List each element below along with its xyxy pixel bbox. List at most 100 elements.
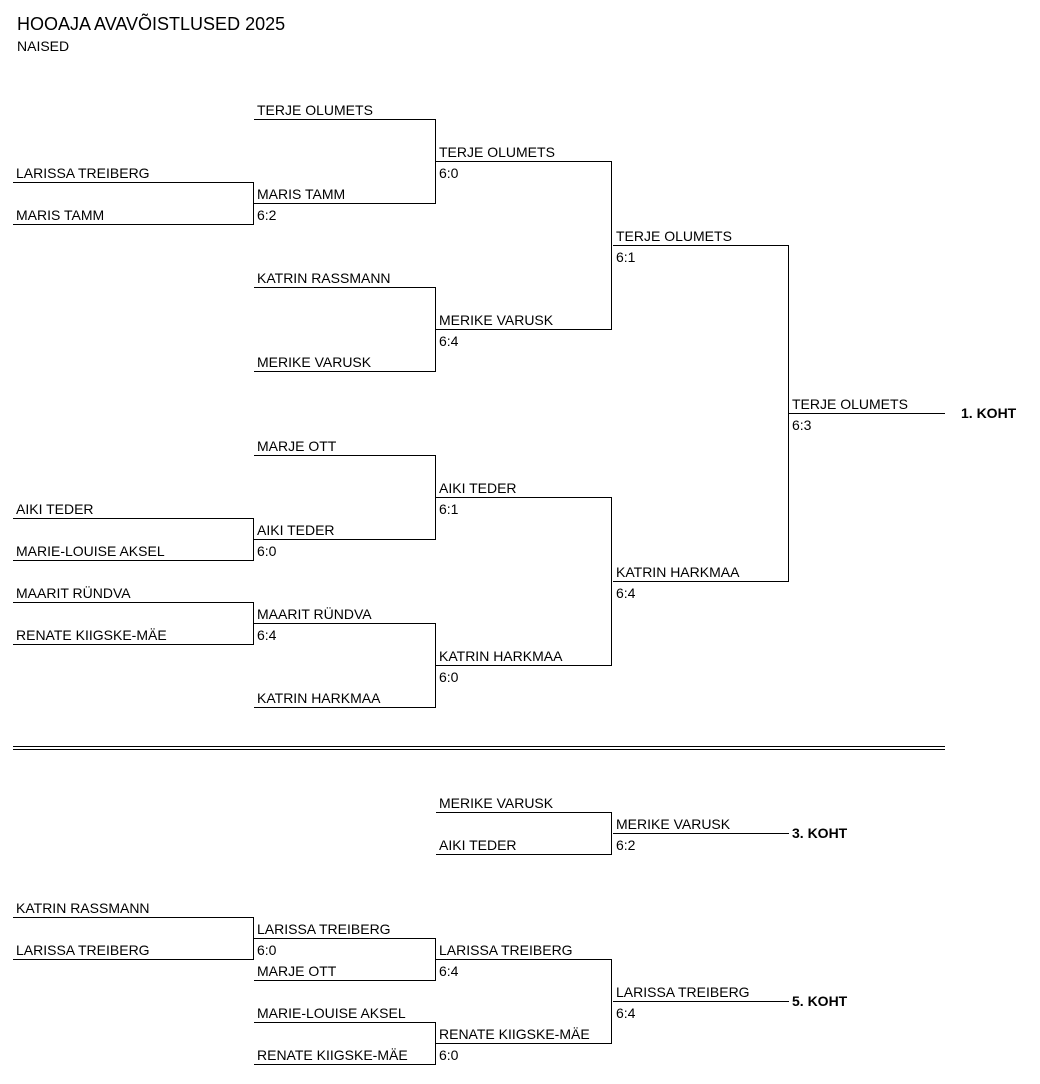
bracket-connector (253, 518, 254, 560)
player-name: MAARIT RÜNDVA (257, 606, 372, 622)
bracket-connector (435, 455, 436, 539)
match-score: 6:2 (257, 207, 277, 223)
player-name: RENATE KIIGSKE-MÄE (439, 1026, 590, 1042)
match-score: 6:2 (616, 837, 636, 853)
place-label-third: 3. KOHT (792, 825, 848, 841)
main-r4-slot-1: TERJE OLUMETS 6:1 (613, 228, 789, 265)
player-name: RENATE KIIGSKE-MÄE (257, 1047, 408, 1063)
main-final-slot: TERJE OLUMETS 6:3 (789, 396, 945, 433)
player-name: LARISSA TREIBERG (16, 165, 150, 181)
match-score: 6:0 (439, 165, 459, 181)
main-r1-slot-3: AIKI TEDER (13, 501, 254, 519)
main-r3-slot-2: MERIKE VARUSK 6:4 (436, 312, 612, 349)
match-score: 6:0 (257, 543, 277, 559)
bracket-connector (611, 161, 612, 329)
fifth-r2-slot-4: RENATE KIIGSKE-MÄE (254, 1047, 436, 1065)
fifth-place-winner-slot: LARISSA TREIBERG 6:4 (613, 984, 789, 1021)
bracket-connector (611, 497, 612, 665)
bracket-connector (435, 938, 436, 980)
place-label-fifth: 5. KOHT (792, 993, 848, 1009)
main-r2-slot-1: TERJE OLUMETS (254, 102, 436, 120)
match-score: 6:4 (616, 1005, 636, 1021)
player-name: MERIKE VARUSK (616, 816, 731, 832)
player-name: KATRIN HARKMAA (439, 648, 563, 664)
player-name: LARISSA TREIBERG (16, 942, 150, 958)
fifth-r2-slot-3: MARIE-LOUISE AKSEL (254, 1005, 436, 1023)
main-r3-slot-1: TERJE OLUMETS 6:0 (436, 144, 612, 181)
player-name: KATRIN RASSMANN (257, 270, 391, 286)
player-name: KATRIN HARKMAA (257, 690, 381, 706)
player-name: AIKI TEDER (257, 522, 335, 538)
bracket-connector (435, 287, 436, 371)
match-score: 6:1 (439, 501, 459, 517)
player-name: RENATE KIIGSKE-MÄE (16, 627, 167, 643)
match-score: 6:4 (439, 333, 459, 349)
main-r2-slot-4: MERIKE VARUSK (254, 354, 436, 372)
bracket-connector (253, 602, 254, 644)
player-name: TERJE OLUMETS (792, 396, 908, 412)
main-r3-slot-4: KATRIN HARKMAA 6:0 (436, 648, 612, 685)
player-name: MARIS TAMM (257, 186, 346, 202)
main-r1-slot-1: LARISSA TREIBERG (13, 165, 254, 183)
match-score: 6:4 (616, 585, 636, 601)
main-r2-slot-7: MAARIT RÜNDVA 6:4 (254, 606, 436, 643)
main-r2-slot-8: KATRIN HARKMAA (254, 690, 436, 708)
main-r1-slot-4: MARIE-LOUISE AKSEL (13, 543, 254, 561)
fifth-r1-slot-2: LARISSA TREIBERG (13, 942, 254, 960)
bracket-connector (435, 1022, 436, 1064)
match-score: 6:4 (439, 963, 459, 979)
player-name: AIKI TEDER (16, 501, 94, 517)
third-place-winner-slot: MERIKE VARUSK 6:2 (613, 816, 789, 853)
main-r1-slot-5: MAARIT RÜNDVA (13, 585, 254, 603)
page-subtitle: NAISED (17, 38, 70, 54)
match-score: 6:0 (257, 942, 277, 958)
fifth-r2-slot-2: MARJE OTT (254, 963, 436, 981)
player-name: AIKI TEDER (439, 480, 517, 496)
bracket-connector (611, 959, 612, 1043)
third-place-slot-1: MERIKE VARUSK (436, 795, 612, 813)
fifth-r3-slot-2: RENATE KIIGSKE-MÄE 6:0 (436, 1026, 612, 1063)
player-name: LARISSA TREIBERG (439, 942, 573, 958)
player-name: AIKI TEDER (439, 837, 517, 853)
main-r1-slot-6: RENATE KIIGSKE-MÄE (13, 627, 254, 645)
player-name: TERJE OLUMETS (439, 144, 555, 160)
match-score: 6:3 (792, 417, 812, 433)
match-score: 6:1 (616, 249, 636, 265)
match-score: 6:0 (439, 1047, 459, 1063)
bracket-connector (611, 812, 612, 854)
main-r4-slot-2: KATRIN HARKMAA 6:4 (613, 564, 789, 601)
player-name: MERIKE VARUSK (257, 354, 372, 370)
page-title: HOOAJA AVAVÕISTLUSED 2025 (17, 14, 286, 34)
fifth-r1-slot-1: KATRIN RASSMANN (13, 900, 254, 918)
place-label-first: 1. KOHT (961, 405, 1017, 421)
player-name: LARISSA TREIBERG (616, 984, 750, 1000)
main-r2-slot-3: KATRIN RASSMANN (254, 270, 436, 288)
match-score: 6:4 (257, 627, 277, 643)
player-name: KATRIN HARKMAA (616, 564, 740, 580)
section-divider (13, 746, 945, 750)
match-score: 6:0 (439, 669, 459, 685)
third-place-slot-2: AIKI TEDER (436, 837, 612, 855)
player-name: MERIKE VARUSK (439, 795, 554, 811)
fifth-r2-slot-1: LARISSA TREIBERG 6:0 (254, 921, 436, 958)
bracket-connector (435, 623, 436, 707)
player-name: MARIE-LOUISE AKSEL (257, 1005, 406, 1021)
main-r2-slot-5: MARJE OTT (254, 438, 436, 456)
player-name: MERIKE VARUSK (439, 312, 554, 328)
player-name: KATRIN RASSMANN (16, 900, 150, 916)
player-name: MARJE OTT (257, 963, 337, 979)
main-r1-slot-2: MARIS TAMM (13, 207, 254, 225)
bracket-connector (435, 119, 436, 203)
bracket-connector (788, 245, 789, 581)
main-r2-slot-2: MARIS TAMM 6:2 (254, 186, 436, 223)
player-name: MARIE-LOUISE AKSEL (16, 543, 165, 559)
player-name: MARJE OTT (257, 438, 337, 454)
player-name: TERJE OLUMETS (616, 228, 732, 244)
fifth-r3-slot-1: LARISSA TREIBERG 6:4 (436, 942, 612, 979)
player-name: TERJE OLUMETS (257, 102, 373, 118)
main-r2-slot-6: AIKI TEDER 6:0 (254, 522, 436, 559)
main-r3-slot-3: AIKI TEDER 6:1 (436, 480, 612, 517)
bracket-connector (253, 917, 254, 959)
player-name: MARIS TAMM (16, 207, 105, 223)
bracket-connector (253, 182, 254, 224)
